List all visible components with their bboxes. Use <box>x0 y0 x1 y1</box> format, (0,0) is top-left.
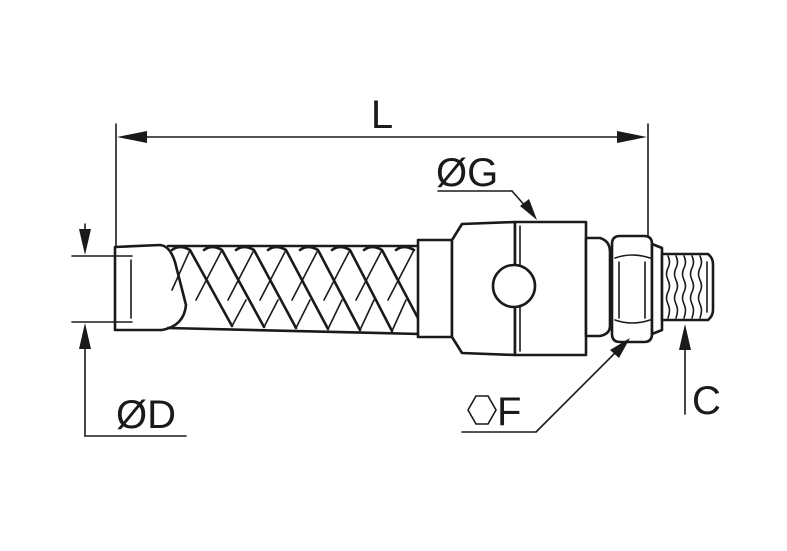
hose-sleeve <box>113 243 188 332</box>
main-body <box>491 220 588 357</box>
dimension-diameter-d: ØD <box>71 223 187 437</box>
hex-nut <box>610 234 664 344</box>
collar <box>416 220 517 357</box>
dimension-label-diameter-g: ØG <box>436 151 498 195</box>
male-thread <box>660 252 715 322</box>
spiral-spring-guard <box>166 244 422 336</box>
dimension-thread-c: C <box>679 324 721 423</box>
dimension-label-thread-c: C <box>692 379 721 423</box>
dimension-label-hex-f: F <box>497 390 521 434</box>
neck <box>584 236 612 338</box>
dimension-hex-f: F <box>461 338 630 434</box>
dimension-label-length: L <box>371 93 393 137</box>
dimension-diameter-g: ØG <box>436 151 537 220</box>
dimension-label-diameter-d: ØD <box>116 393 176 437</box>
hexagon-icon <box>467 395 497 425</box>
dimension-length: L <box>115 93 649 247</box>
spring-coils <box>170 245 422 333</box>
cross-hole <box>491 263 537 309</box>
